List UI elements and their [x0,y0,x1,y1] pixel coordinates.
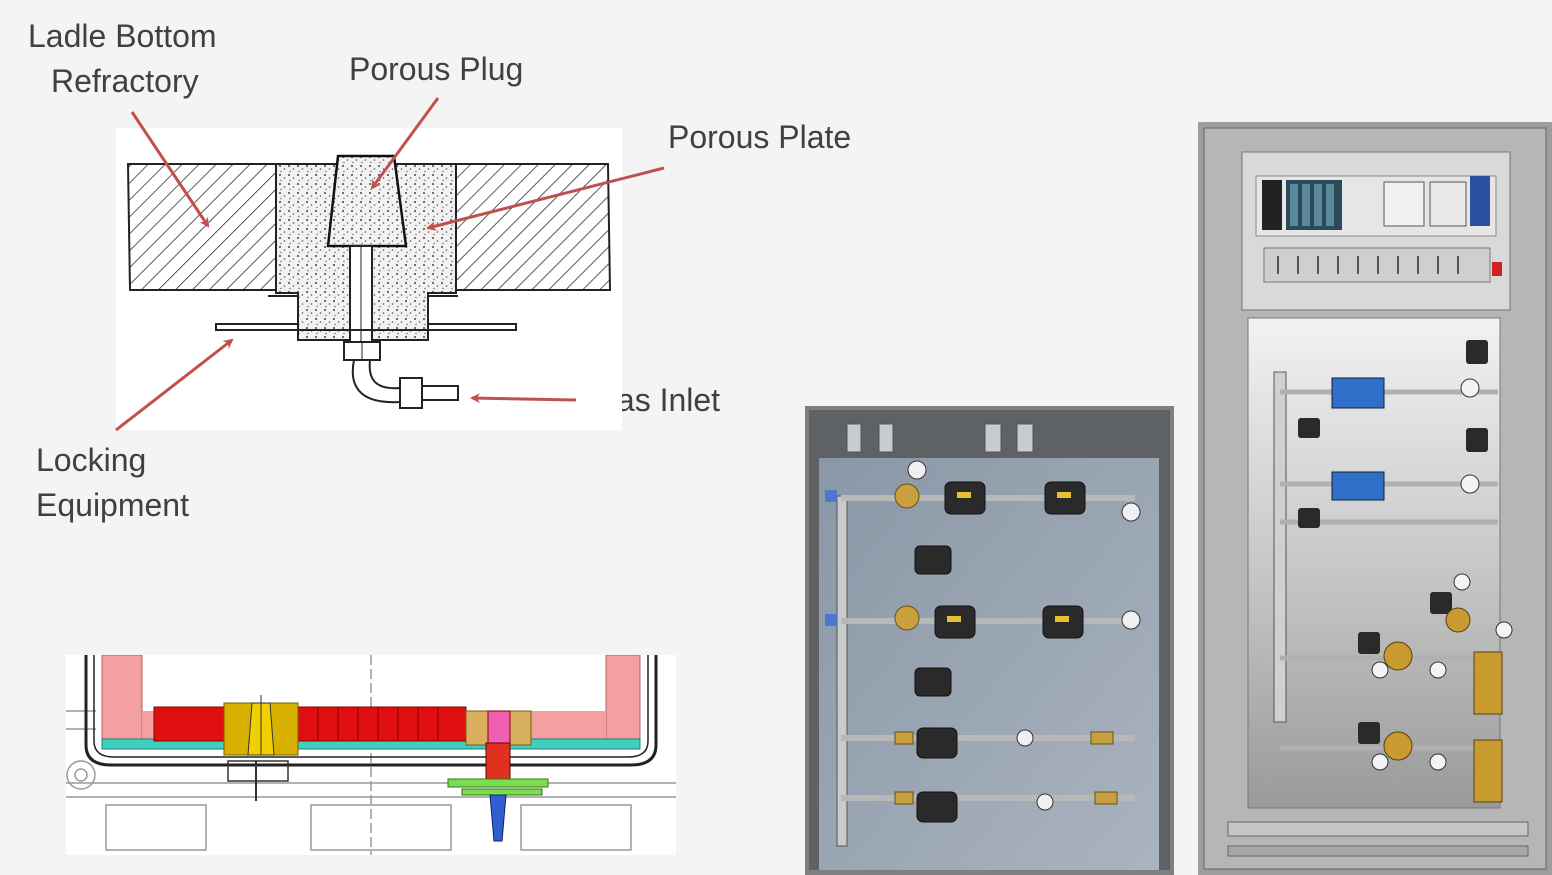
arrow-gas-inlet [470,393,577,404]
arrow-ladle-bottom [130,111,210,228]
arrow-porous-plug [370,97,440,190]
label-ladle-line2: Refractory [51,63,199,99]
label-locking-equipment: Locking Equipment [36,438,189,528]
control-cabinet-photo [1198,122,1552,875]
valve-panel-photo [805,406,1174,875]
label-locking-line1: Locking [36,442,147,478]
label-ladle-line1: Ladle Bottom [28,18,217,54]
label-porous-plate: Porous Plate [668,119,852,155]
ladle-bottom-color-drawing [66,655,676,855]
label-ladle-bottom-refractory: Ladle Bottom Refractory [28,14,217,104]
label-porous-plug: Porous Plug [349,51,524,87]
label-locking-line2: Equipment [36,487,189,523]
porous-plug-shape [326,154,408,248]
porous-plug-section-drawing [116,128,622,430]
arrow-locking-equipment [115,338,234,432]
arrow-porous-plate [426,166,665,231]
